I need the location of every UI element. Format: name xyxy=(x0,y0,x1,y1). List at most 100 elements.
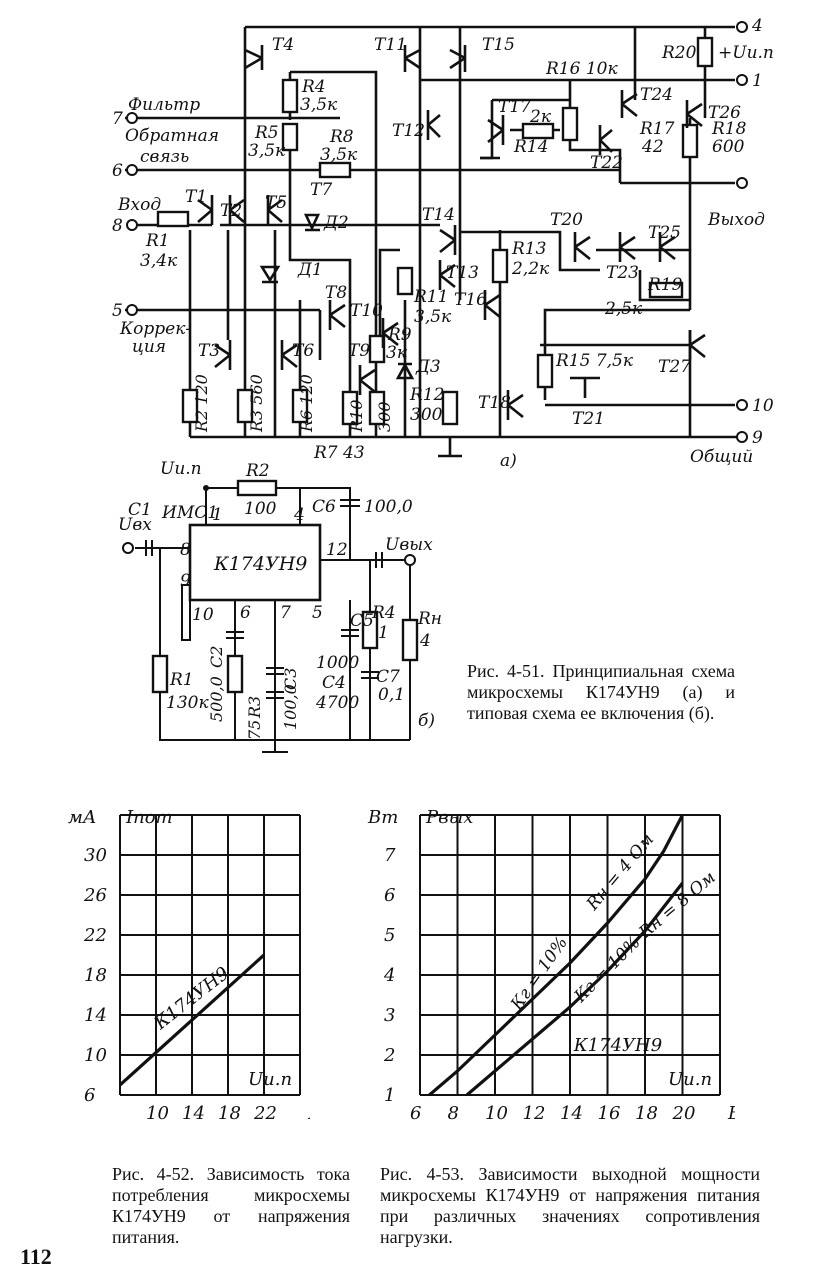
r17-value: 42 xyxy=(641,137,664,157)
r18-value: 600 xyxy=(712,137,745,157)
y-tick-label: 14 xyxy=(84,1005,107,1026)
r11-value: 3,5к xyxy=(414,307,452,327)
supply-b-label: Uи.п xyxy=(160,459,202,479)
sub-label-a: а) xyxy=(500,451,517,470)
schematic-b: Uи.п Uвх Uвых ИМС1 К174УН9 1 4 8 9 10 6 … xyxy=(118,459,442,753)
correction-label-1: Коррек- xyxy=(119,319,191,339)
r9-value: 3к xyxy=(386,343,408,363)
c7-b-value: 0,1 xyxy=(378,685,405,705)
pin-9-label: 9 xyxy=(752,428,763,448)
r13-label: R13 xyxy=(511,239,546,259)
t1-label: T1 xyxy=(185,187,207,207)
rn-b-value: 4 xyxy=(419,631,431,651)
t15-label: T15 xyxy=(482,35,515,55)
r17-label: R17 xyxy=(639,119,675,139)
y-axis-title: Pвых xyxy=(425,807,473,828)
t27-label: T27 xyxy=(658,357,691,377)
pin-terminals xyxy=(126,21,748,443)
pin-4-label: 4 xyxy=(751,16,763,36)
t7-label: T7 xyxy=(310,180,332,200)
y-tick-label: 30 xyxy=(84,845,107,866)
caption-fig-4-51: Рис. 4-51. Принципиальная схема микросхе… xyxy=(467,661,735,723)
y-tick-label: 6 xyxy=(384,885,395,906)
chip-name: К174УН9 xyxy=(213,553,307,575)
c4-b-label: C4 xyxy=(322,673,346,693)
t8-label: T8 xyxy=(325,283,347,303)
r4-b-value: 1 xyxy=(378,623,389,643)
c3-b-label: C3 xyxy=(281,668,300,690)
r3-b-value: 75 xyxy=(245,720,264,740)
y-tick-label: 3 xyxy=(384,1005,395,1026)
t20-label: T20 xyxy=(550,210,583,230)
r12-label: R12 xyxy=(409,385,444,405)
t14-label: T14 xyxy=(422,205,455,225)
pin-8-label: 8 xyxy=(112,216,123,236)
pin-5-b: 5 xyxy=(312,603,323,623)
y-unit-label: мА xyxy=(68,807,97,828)
t11-label: T11 xyxy=(374,35,407,55)
r5-value: 3,5к xyxy=(248,141,286,161)
y-axis-title: Iпот xyxy=(125,807,173,828)
r2-b-label: R2 xyxy=(245,461,270,481)
x-tick-label: 20 xyxy=(672,1103,696,1124)
t5-label: T5 xyxy=(265,193,287,213)
output-label: Выход xyxy=(707,210,765,230)
r1-b-label: R1 xyxy=(169,670,194,690)
t24-label: T24 xyxy=(640,85,673,105)
pin-8-b: 8 xyxy=(180,540,191,560)
x-unit-label: В xyxy=(307,1103,310,1124)
series-kg-label-1: Кг = 10% xyxy=(507,933,572,1015)
output-b-label: Uвых xyxy=(385,535,433,555)
y-tick-label: 26 xyxy=(83,885,107,906)
components-b xyxy=(122,479,419,699)
r18-label: R18 xyxy=(711,119,747,139)
r2-label: R2 120 xyxy=(192,374,211,433)
t23-label: T23 xyxy=(606,263,639,283)
caption-fig-4-52: Рис. 4-52. Зависимость тока потребления … xyxy=(112,1164,350,1247)
page-number: 112 xyxy=(20,1244,52,1269)
t10-label: T10 xyxy=(350,301,383,321)
ic-chip-box xyxy=(188,523,322,602)
x-tick-label: 16 xyxy=(598,1103,621,1124)
y-tick-label: 22 xyxy=(83,925,107,946)
r9-label: R9 xyxy=(387,325,412,345)
pin-4-b: 4 xyxy=(293,505,305,525)
r7-label: R7 43 xyxy=(313,443,365,463)
chart-power-vs-voltage: 681012141618201234567ВВтPвыхUи.пКг = 10%… xyxy=(367,807,735,1124)
pin-9-b: 9 xyxy=(180,571,191,591)
x-tick-label: 22 xyxy=(253,1103,277,1124)
ic-label: ИМС1 xyxy=(161,503,218,523)
series-line-1 xyxy=(118,953,266,1087)
x-tick-label: 18 xyxy=(635,1103,658,1124)
t6-label: T6 xyxy=(292,341,314,361)
filter-label: Фильтр xyxy=(128,95,200,115)
x-tick-label: 12 xyxy=(523,1103,546,1124)
c3-b-value: 100,0 xyxy=(281,684,300,730)
caption-fig-4-53: Рис. 4-53. Зависимости выходной мощности… xyxy=(380,1164,760,1247)
r6-label: R6 120 xyxy=(297,374,316,433)
r1-b-value: 130к xyxy=(166,693,209,713)
sub-label-b: б) xyxy=(418,711,435,731)
y-unit-label: Вт xyxy=(367,807,398,828)
y-tick-label: 5 xyxy=(384,925,395,946)
x-tick-label: 8 xyxy=(448,1103,459,1124)
r3-label: R3 560 xyxy=(247,374,266,433)
r14-label: R14 xyxy=(513,137,548,157)
y-tick-label: 4 xyxy=(383,965,395,986)
r4-b-label: R4 xyxy=(371,603,396,623)
c4-b-value: 4700 xyxy=(315,693,359,713)
c5-b-label: C5 xyxy=(350,611,374,631)
t2-label: T2 xyxy=(220,201,242,221)
c1-b-label: C1 xyxy=(128,500,152,520)
x-unit-label: В xyxy=(727,1103,735,1124)
r16-label: R16 10к xyxy=(545,59,618,79)
r11-label: R11 xyxy=(413,287,448,307)
y-tick-label: 7 xyxy=(384,845,396,866)
transistor-symbols xyxy=(197,45,706,420)
c7-b-label: C7 xyxy=(376,667,400,687)
x-tick-label: 10 xyxy=(146,1103,169,1124)
resistors xyxy=(156,36,714,426)
r4-label: R4 xyxy=(301,77,326,97)
r20-label: R20 xyxy=(661,43,697,63)
t21-label: T21 xyxy=(572,409,605,429)
